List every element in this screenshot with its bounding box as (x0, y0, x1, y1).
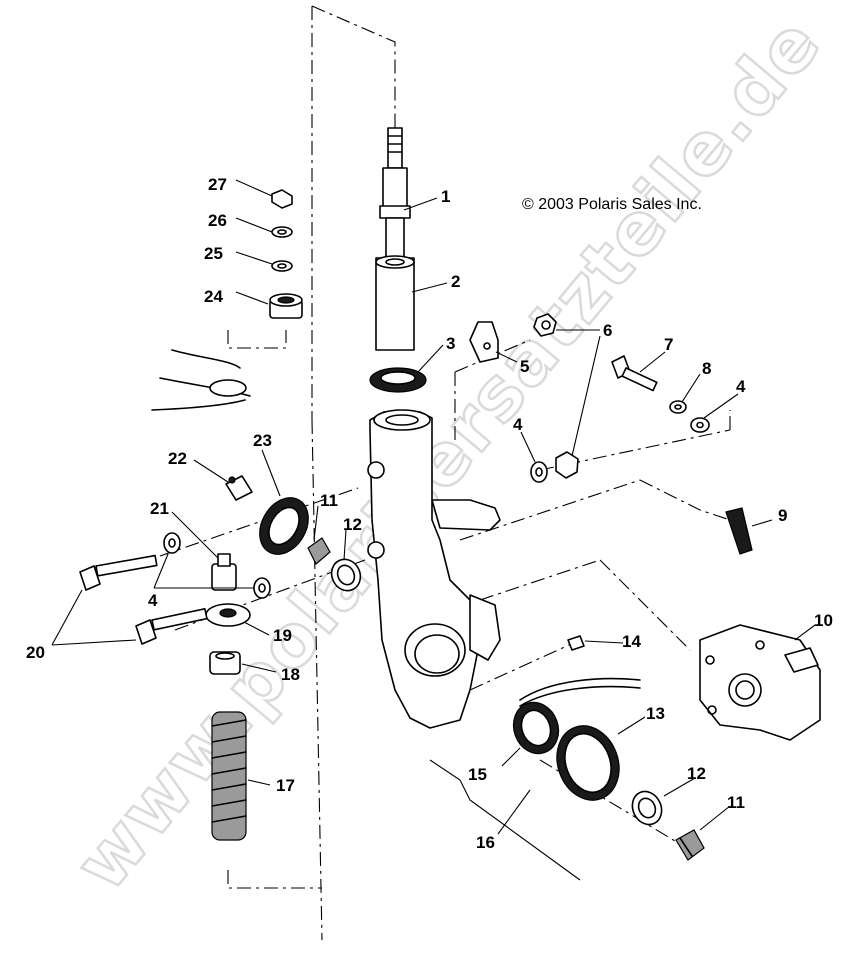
callout-25: 25 (204, 244, 223, 263)
callout-5: 5 (520, 357, 529, 376)
part-4-washer-right (690, 417, 710, 433)
callout-20: 20 (26, 643, 45, 662)
part-20-bolt-lower (135, 607, 208, 645)
part-27-nut (271, 189, 293, 209)
callout-11b: 11 (727, 793, 745, 812)
part-11-bearing-left (307, 537, 331, 565)
callout-labels: 1 2 3 5 6 7 8 4 4 9 10 14 13 12 11 15 16… (26, 175, 833, 852)
part-13-bearing-ring (556, 725, 620, 801)
callout-12a: 12 (343, 515, 362, 534)
callout-13: 13 (646, 704, 665, 723)
callout-27: 27 (208, 175, 227, 194)
callout-17: 17 (276, 776, 295, 795)
part-20-bolt-upper (79, 554, 158, 591)
part-6-nut-lower (555, 451, 579, 479)
callout-23: 23 (253, 431, 272, 450)
callout-15: 15 (468, 765, 487, 784)
part-4-washer-left-bottom (253, 577, 271, 599)
part-12-race-right (631, 790, 663, 826)
spindle-knuckle (367, 409, 501, 729)
strut-mount (151, 349, 251, 411)
part-17-spring (211, 711, 247, 841)
callout-1: 1 (441, 187, 450, 206)
part-22-grease-fitting (225, 475, 253, 501)
callout-4a: 4 (148, 591, 158, 610)
part-4-washer-left-top (163, 532, 181, 554)
callout-10: 10 (814, 611, 833, 630)
callout-8: 8 (702, 359, 711, 378)
callout-16: 16 (476, 833, 495, 852)
callout-6: 6 (603, 321, 612, 340)
part-25-washer (271, 260, 293, 272)
part-18-nut (209, 651, 241, 675)
part-24-bushing (269, 293, 303, 319)
part-23-seal (259, 497, 309, 555)
part-14-bleeder (567, 635, 585, 651)
group-16-bracket (429, 759, 581, 881)
callout-26: 26 (208, 211, 227, 230)
callout-21: 21 (150, 499, 169, 518)
part-11-bearing-right (675, 829, 705, 861)
leader-lines (51, 179, 816, 835)
callout-11a: 11 (320, 491, 338, 510)
callout-4c: 4 (736, 377, 746, 396)
callout-19: 19 (273, 626, 292, 645)
callout-2: 2 (451, 272, 460, 291)
part-4-washer-mid (530, 461, 548, 483)
part-7-bolt (611, 355, 658, 392)
part-9-wedge (725, 507, 753, 555)
part-26-washer (271, 226, 293, 238)
part-21-bushing (211, 553, 237, 591)
callout-3: 3 (446, 334, 455, 353)
callout-24: 24 (204, 287, 223, 306)
copyright-notice: © 2003 Polaris Sales Inc. (522, 196, 702, 213)
callout-9: 9 (778, 506, 787, 525)
callout-22: 22 (168, 449, 187, 468)
part-15-seal (512, 701, 560, 755)
part-19-washer (205, 603, 251, 627)
callout-4b: 4 (513, 415, 523, 434)
part-8-washer (669, 400, 687, 414)
callout-18: 18 (281, 665, 300, 684)
part-1-spindle-shaft (379, 127, 411, 261)
callout-14: 14 (622, 632, 641, 651)
part-2-sleeve (375, 255, 415, 351)
callout-7: 7 (664, 335, 673, 354)
part-10-caliper (699, 624, 821, 741)
part-3-washer (369, 367, 427, 393)
part-6-nut-top (533, 313, 557, 337)
part-5-bracket (469, 321, 499, 363)
brake-line (519, 677, 641, 707)
part-12-race-left (330, 558, 362, 592)
callout-12b: 12 (687, 764, 706, 783)
